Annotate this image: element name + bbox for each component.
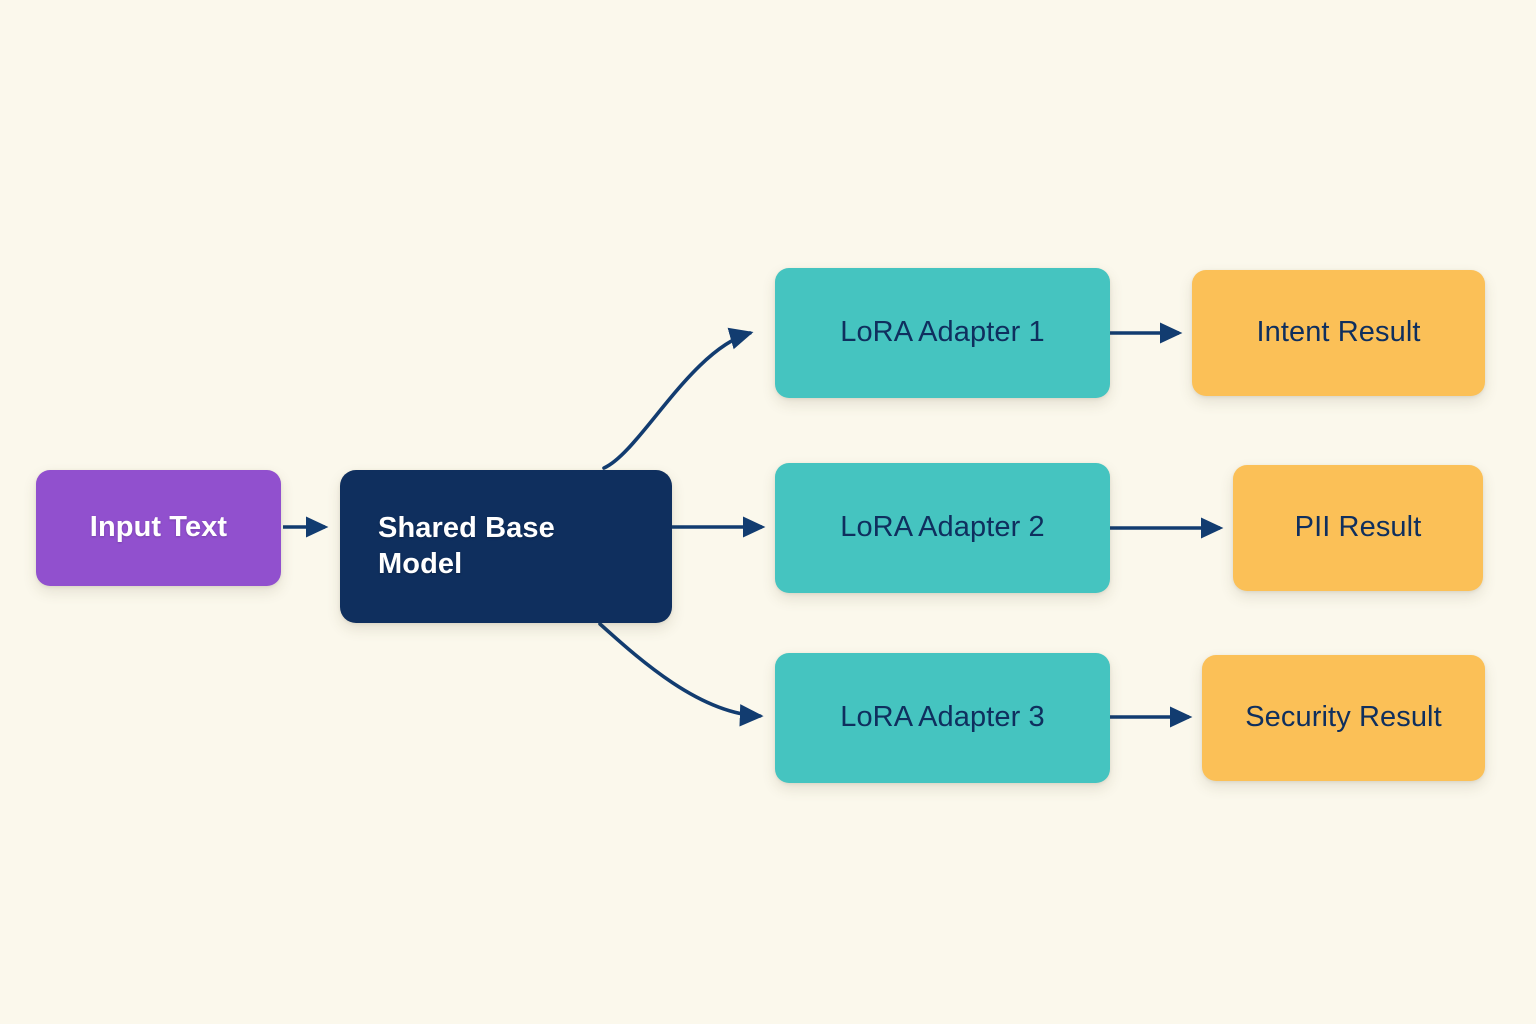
edge-base-to-adapter-3 (598, 622, 764, 727)
node-shared-base-model-line2: Model (378, 547, 463, 580)
node-pii-result[interactable]: PII Result (1233, 465, 1483, 591)
node-lora-adapter-1[interactable]: LoRA Adapter 1 (775, 268, 1110, 398)
node-shared-base-model[interactable]: Shared Base Model (340, 470, 672, 623)
node-lora-adapter-2[interactable]: LoRA Adapter 2 (775, 463, 1110, 593)
node-lora-adapter-1-label: LoRA Adapter 1 (840, 316, 1045, 349)
node-lora-adapter-3[interactable]: LoRA Adapter 3 (775, 653, 1110, 783)
node-security-result[interactable]: Security Result (1202, 655, 1485, 781)
node-input-text-label: Input Text (89, 511, 228, 544)
node-shared-base-model-label: Shared Base Model (378, 511, 555, 582)
node-security-result-label: Security Result (1245, 701, 1442, 734)
node-input-text[interactable]: Input Text (36, 470, 281, 586)
node-shared-base-model-line1: Shared Base (378, 512, 555, 545)
node-lora-adapter-2-label: LoRA Adapter 2 (840, 511, 1045, 544)
node-lora-adapter-3-label: LoRA Adapter 3 (840, 701, 1045, 734)
node-intent-result[interactable]: Intent Result (1192, 270, 1485, 396)
node-intent-result-label: Intent Result (1256, 316, 1421, 349)
edge-base-to-adapter-1 (602, 327, 754, 470)
node-pii-result-label: PII Result (1294, 511, 1422, 544)
